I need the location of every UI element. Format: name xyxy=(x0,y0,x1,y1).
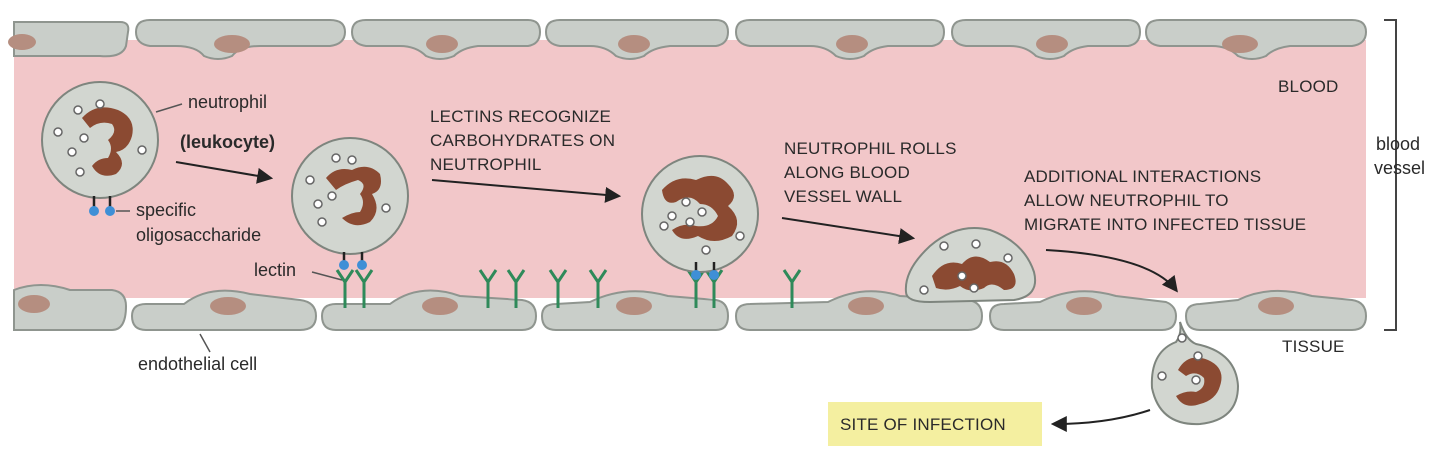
label-oligosaccharide: oligosaccharide xyxy=(136,225,261,245)
neutrophil-nucleus-1 xyxy=(82,107,133,176)
neutrophil-cell-2 xyxy=(291,137,409,270)
site-of-infection-label: SITE OF INFECTION xyxy=(840,415,1006,434)
step-additional-line-2: ALLOW NEUTROPHIL TO xyxy=(1024,191,1229,210)
neutrophil-cell-4 xyxy=(904,227,1036,304)
oligosaccharide-1a xyxy=(89,206,99,216)
label-blood-vessel-2: vessel xyxy=(1374,158,1425,178)
neutrophil-cell-5 xyxy=(1150,321,1240,426)
blood-vessel-bracket xyxy=(1384,19,1397,331)
label-blood-vessel-1: blood xyxy=(1376,134,1420,154)
label-leukocyte: (leukocyte) xyxy=(180,132,275,152)
label-tissue: TISSUE xyxy=(1282,337,1345,356)
bottom-endothelium-nuclei xyxy=(18,295,1294,315)
step-lectins-line-2: CARBOHYDRATES ON xyxy=(430,131,615,150)
neutrophil-nucleus-2 xyxy=(326,166,381,226)
label-blood: BLOOD xyxy=(1278,77,1339,96)
neutrophil-cell-3 xyxy=(641,155,759,280)
neutrophil-nucleus-4 xyxy=(932,256,1016,291)
label-specific: specific xyxy=(136,200,196,220)
top-endothelium-nuclei xyxy=(8,34,1258,53)
label-lectin: lectin xyxy=(254,260,296,280)
neutrophil-nucleus-3 xyxy=(662,175,738,241)
step-rolls-line-3: VESSEL WALL xyxy=(784,187,902,206)
step-lectins-line-1: LECTINS RECOGNIZE xyxy=(430,107,611,126)
step-lectins-line-3: NEUTROPHIL xyxy=(430,155,542,174)
label-endothelial-cell: endothelial cell xyxy=(138,354,257,374)
oligosaccharide-1b xyxy=(105,206,115,216)
leader-lines xyxy=(116,103,343,353)
process-arrows xyxy=(175,161,1178,432)
arrow-step-3 xyxy=(781,217,916,244)
step-rolls-line-2: ALONG BLOOD xyxy=(784,163,910,182)
site-of-infection-box xyxy=(828,402,1042,446)
step-rolls-line-1: NEUTROPHIL ROLLS xyxy=(784,139,957,158)
label-neutrophil: neutrophil xyxy=(188,92,267,112)
arrow-to-infection xyxy=(1050,409,1151,432)
step-additional-line-3: MIGRATE INTO INFECTED TISSUE xyxy=(1024,215,1306,234)
arrow-step-1 xyxy=(175,161,274,184)
neutrophil-cell-1 xyxy=(41,81,159,216)
arrow-step-4 xyxy=(1045,249,1178,293)
neutrophil-nucleus-5 xyxy=(1176,357,1222,406)
step-additional-line-1: ADDITIONAL INTERACTIONS xyxy=(1024,167,1261,186)
arrow-step-2 xyxy=(431,179,622,203)
lectin-receptors xyxy=(335,269,802,308)
